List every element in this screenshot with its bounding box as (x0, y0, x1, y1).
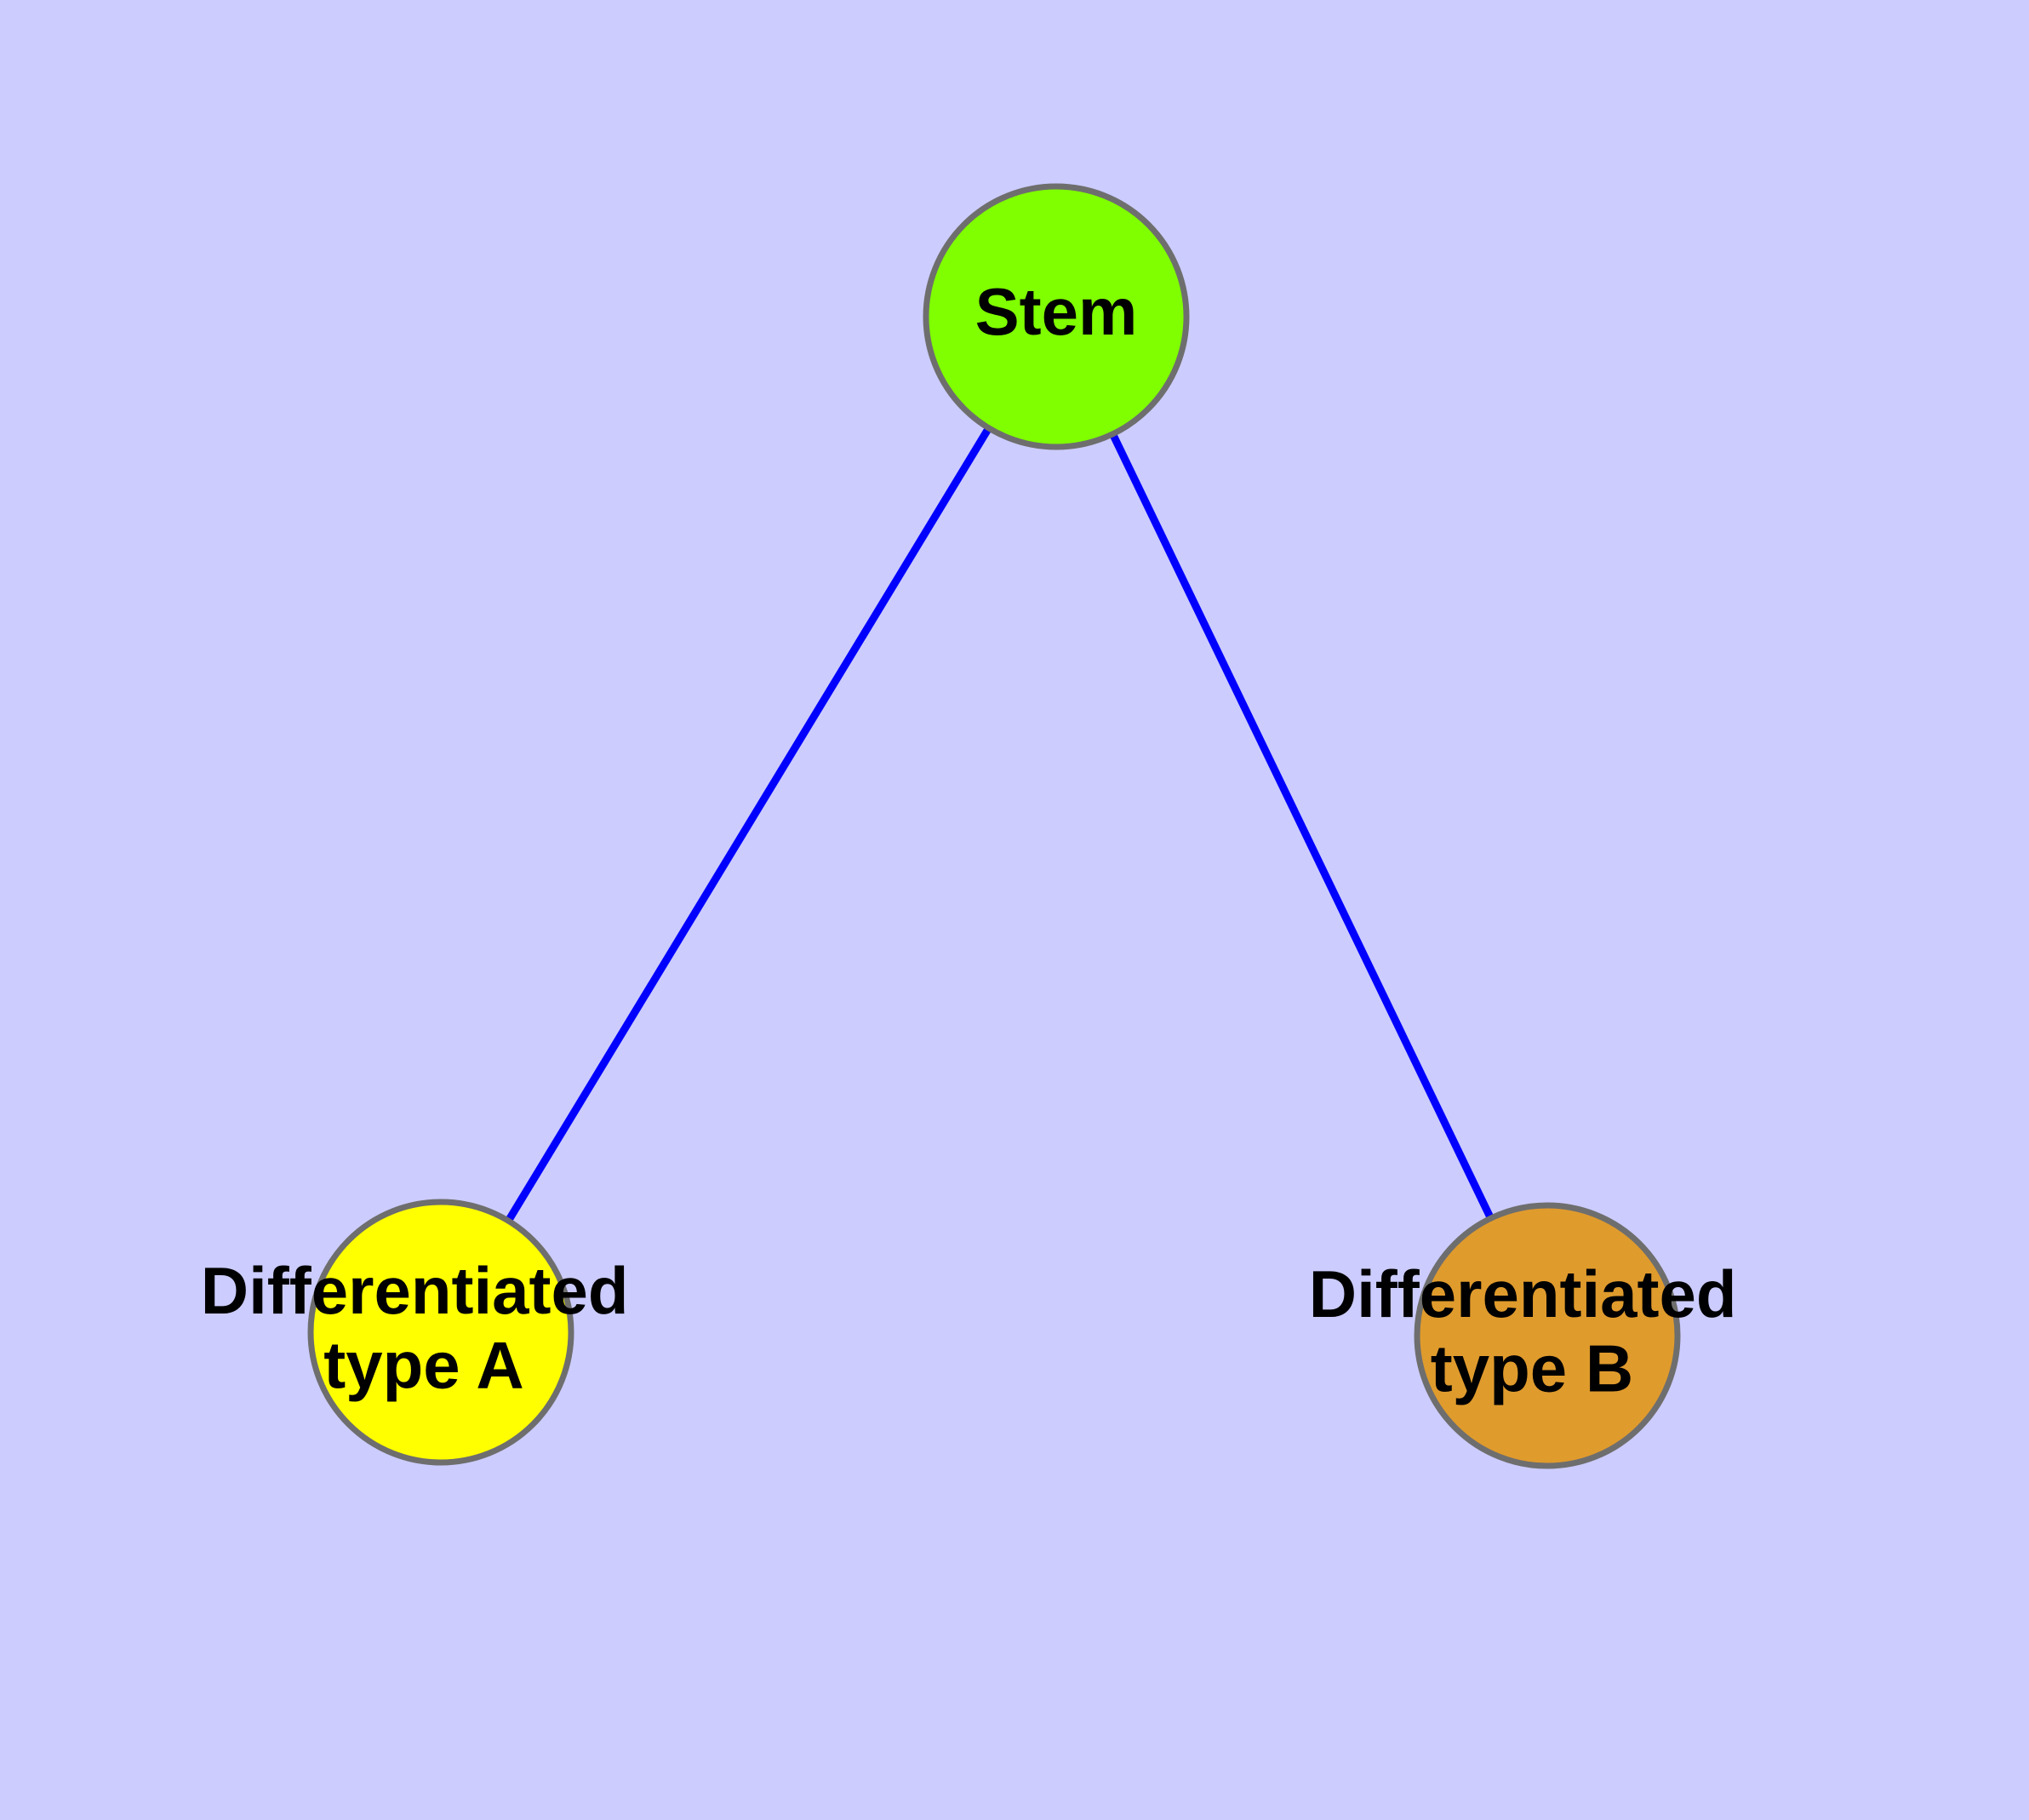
edge-stem-to-diff-a (437, 314, 1060, 1335)
node-differentiated-type-a[interactable] (307, 1199, 574, 1466)
node-layer (307, 183, 1681, 1469)
node-stem-label: Stem (975, 274, 1138, 349)
node-stem-label-line-1: Stem (975, 274, 1138, 349)
edge-layer (437, 314, 1552, 1337)
node-differentiated-type-b-label-line-2: type B (1431, 1331, 1633, 1405)
node-differentiated-type-a-label-line-1: Differentiated (201, 1253, 629, 1328)
node-differentiated-type-a-label: Differentiated type A (201, 1253, 647, 1402)
node-differentiated-type-b-circle[interactable] (1414, 1202, 1681, 1469)
node-differentiated-type-b[interactable] (1414, 1202, 1681, 1469)
node-differentiated-type-b-label: Differentiated type B (1309, 1256, 1755, 1405)
edge-stem-to-diff-b (1052, 315, 1552, 1337)
node-stem-circle[interactable] (923, 183, 1190, 450)
node-differentiated-type-a-circle[interactable] (307, 1199, 574, 1466)
node-differentiated-type-b-label-line-1: Differentiated (1309, 1256, 1737, 1331)
label-layer: Stem Differentiated type A Differentiate… (201, 274, 1755, 1405)
node-differentiated-type-a-label-line-2: type A (323, 1327, 524, 1402)
node-stem[interactable] (923, 183, 1190, 450)
